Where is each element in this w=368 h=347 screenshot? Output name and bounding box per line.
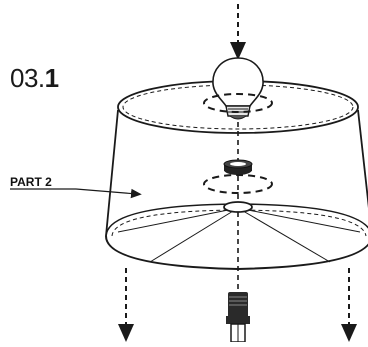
- bulb-ring-icon: [203, 93, 273, 113]
- ring-guide-icon: [203, 174, 273, 194]
- part-leader-arrow: [75, 188, 142, 199]
- frame-hub-icon: [223, 201, 253, 213]
- step-number: 03.1: [10, 63, 59, 94]
- socket-ring-icon: [223, 159, 253, 175]
- lamp-socket-icon: [226, 292, 250, 343]
- part-label: PART 2: [10, 175, 52, 189]
- step-number-sub: 1: [44, 63, 59, 93]
- step-number-main: 03.: [10, 63, 45, 93]
